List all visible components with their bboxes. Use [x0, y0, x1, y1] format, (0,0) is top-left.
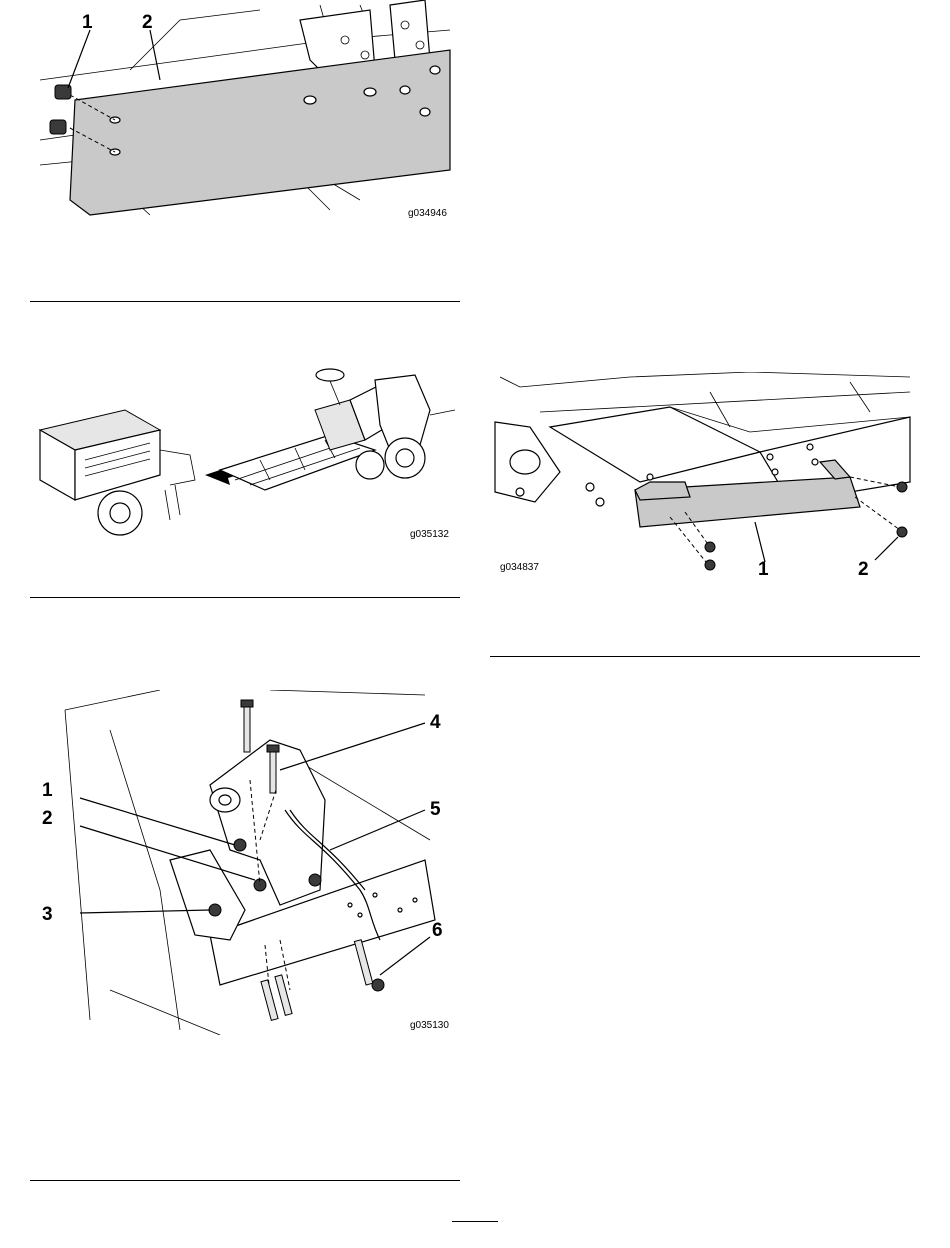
figure-1-illustration: 1 2 g034946: [30, 0, 460, 230]
figure-3-callout-3: 3: [42, 904, 53, 925]
figure-4-callout-1: 1: [758, 559, 769, 580]
figure-1-code: g034946: [408, 208, 447, 219]
figure-2-divider: [30, 597, 460, 598]
figure-3-callout-5: 5: [430, 799, 441, 820]
figure-3-callout-6: 6: [432, 920, 443, 941]
figure-3-callout-2: 2: [42, 808, 53, 829]
figure-1: 1 2 g034946: [30, 0, 460, 230]
figure-3-code: g035130: [410, 1020, 449, 1031]
figure-2-illustration: g035132: [30, 355, 460, 545]
figure-2-code: g035132: [410, 529, 449, 540]
figure-4: 1 2 g034837: [490, 372, 920, 582]
figure-3-callout-4: 4: [430, 712, 441, 733]
figure-3-illustration: 1 2 3 4 5 6 g035130: [30, 690, 460, 1035]
figure-2: g035132: [30, 355, 460, 545]
figure-4-illustration: 1 2 g034837: [490, 372, 920, 582]
figure-1-divider: [30, 301, 460, 302]
figure-3-callout-1: 1: [42, 780, 53, 801]
figure-3: 1 2 3 4 5 6 g035130: [30, 690, 460, 1035]
figure-4-callout-2: 2: [858, 559, 869, 580]
figure-3-divider: [30, 1180, 460, 1181]
figure-4-code: g034837: [500, 562, 539, 573]
figure-1-callout-2: 2: [142, 12, 153, 33]
figure-4-divider: [490, 656, 920, 657]
figure-1-callout-1: 1: [82, 12, 93, 33]
page-number-rule: [452, 1221, 498, 1222]
